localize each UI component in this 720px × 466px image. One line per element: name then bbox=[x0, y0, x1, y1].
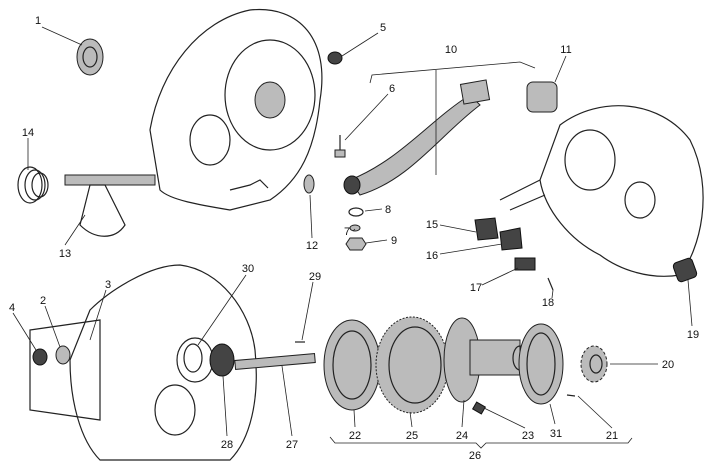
leader-lines bbox=[12, 26, 693, 449]
label-4: 4 bbox=[9, 302, 15, 314]
label-21: 21 bbox=[606, 430, 618, 442]
label-15: 15 bbox=[426, 219, 438, 231]
label-2: 2 bbox=[40, 295, 46, 307]
crankcase-right-half bbox=[499, 105, 704, 277]
part-1-seal bbox=[76, 38, 104, 76]
label-19: 19 bbox=[687, 329, 699, 341]
label-11: 11 bbox=[560, 44, 571, 56]
label-14: 14 bbox=[22, 127, 34, 139]
label-10: 10 bbox=[445, 44, 457, 56]
label-3: 3 bbox=[105, 279, 111, 291]
label-29: 29 bbox=[309, 271, 321, 283]
label-28: 28 bbox=[221, 439, 233, 451]
part-15-block bbox=[474, 217, 499, 241]
label-8: 8 bbox=[385, 204, 391, 216]
crankcase-left-half bbox=[149, 8, 323, 211]
gearbox-cover bbox=[29, 264, 257, 461]
label-12: 12 bbox=[306, 240, 318, 252]
label-26: 26 bbox=[469, 450, 481, 462]
label-20: 20 bbox=[662, 359, 674, 371]
part-31-disc bbox=[518, 323, 564, 405]
part-12-washer bbox=[303, 174, 315, 194]
label-1: 1 bbox=[35, 15, 41, 27]
label-18: 18 bbox=[542, 297, 554, 309]
part-18-screw bbox=[547, 277, 554, 291]
part-17-block bbox=[514, 257, 536, 271]
part-10-kick-lever bbox=[343, 79, 491, 196]
part-13-kickstart-shaft bbox=[64, 174, 156, 237]
part-25-ring-gear bbox=[375, 316, 449, 414]
part-21-pin bbox=[566, 394, 576, 397]
label-23: 23 bbox=[522, 430, 534, 442]
part-24-differential bbox=[443, 317, 528, 403]
label-16: 16 bbox=[426, 250, 438, 262]
label-13: 13 bbox=[59, 248, 71, 260]
label-5: 5 bbox=[380, 22, 386, 34]
part-8-washer bbox=[348, 207, 364, 217]
label-9: 9 bbox=[391, 235, 397, 247]
part-7-washer bbox=[349, 224, 361, 232]
part-9-nut bbox=[345, 237, 367, 251]
part-27-shaft bbox=[234, 352, 316, 371]
part-30-circlip bbox=[183, 343, 203, 373]
label-31: 31 bbox=[550, 428, 562, 440]
label-24: 24 bbox=[456, 430, 468, 442]
part-19-bush bbox=[672, 257, 698, 283]
part-14-spring bbox=[17, 166, 49, 204]
part-5-plug bbox=[327, 51, 343, 65]
part-23-pin bbox=[471, 401, 487, 415]
label-30: 30 bbox=[242, 263, 254, 275]
part-6-bolt bbox=[334, 135, 346, 158]
label-7: 7 bbox=[344, 226, 350, 238]
part-16-block bbox=[499, 227, 523, 251]
label-25: 25 bbox=[406, 430, 418, 442]
label-17: 17 bbox=[470, 282, 482, 294]
label-22: 22 bbox=[349, 430, 361, 442]
label-27: 27 bbox=[286, 439, 298, 451]
part-20-gear bbox=[580, 345, 608, 383]
label-6: 6 bbox=[389, 83, 395, 95]
part-labels: 1 2 3 4 5 6 7 8 9 10 11 12 13 14 15 16 1… bbox=[9, 15, 699, 462]
part-4-nut bbox=[32, 348, 48, 366]
part-2-washer bbox=[55, 345, 71, 365]
part-11-rubber bbox=[526, 81, 558, 113]
part-28-bearing bbox=[209, 343, 235, 377]
part-22-disc bbox=[323, 319, 381, 411]
